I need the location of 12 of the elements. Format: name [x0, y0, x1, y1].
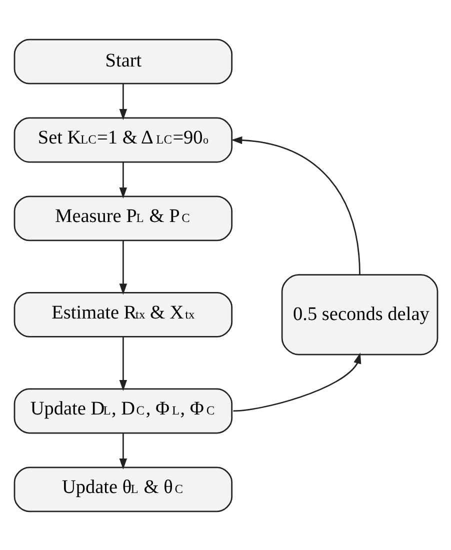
arrow — [118, 432, 127, 469]
arrow — [118, 162, 127, 198]
node-box: Estimate Rtx & Xtx — [13, 292, 232, 337]
arrow — [118, 336, 127, 390]
node-box: Measure PL & PC — [13, 195, 232, 241]
arrow — [118, 83, 127, 120]
node-box: Start — [13, 38, 232, 84]
arrow — [118, 240, 127, 294]
arrow — [232, 352, 361, 412]
node-box: 0.5 seconds delay — [280, 274, 438, 355]
node-box: Update θL & θC — [13, 466, 232, 512]
arrow — [230, 136, 360, 274]
